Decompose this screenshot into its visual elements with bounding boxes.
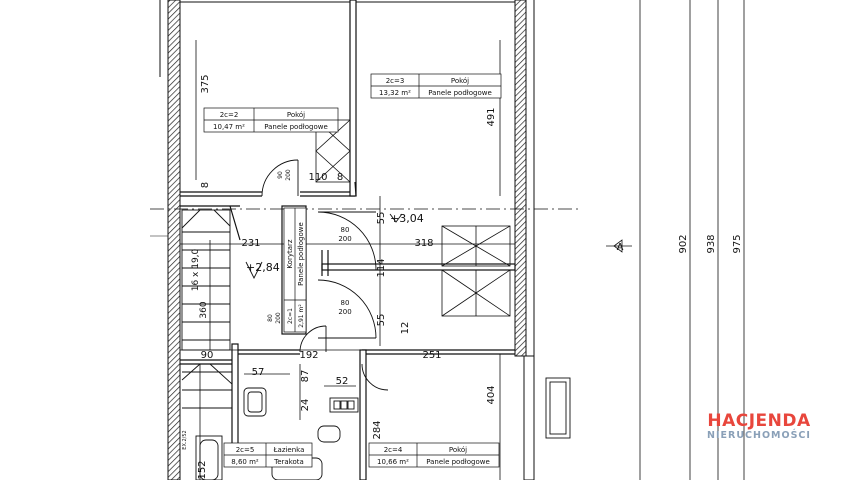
room-finish: Terakota [273, 458, 304, 466]
dim-87: 87 [300, 370, 311, 383]
dim-8: 8 [200, 182, 211, 188]
dim-110: 110 [308, 172, 327, 183]
dim-375: 375 [200, 74, 211, 93]
dim-284: 284 [372, 420, 383, 439]
door-swings [261, 159, 389, 391]
room-area: 2,91 m² [298, 304, 305, 328]
watermark: HACJENDA NIERUCHOMOŚCI [694, 412, 824, 442]
dim-192: 192 [299, 350, 318, 361]
room-name: Pokój [449, 446, 467, 454]
room-finish: Panele podłogowe [428, 89, 492, 97]
dim-318: 318 [414, 238, 433, 249]
room-id: 2c=5 [236, 446, 255, 454]
dim-114: 114 [376, 258, 387, 277]
door-height: 200 [285, 169, 292, 181]
dim-52: 52 [336, 376, 349, 387]
dim-231: 231 [241, 238, 260, 249]
skylights [315, 119, 511, 317]
dim-12: 12 [400, 322, 411, 335]
dim-24: 24 [300, 399, 311, 412]
room-area: 8,60 m² [231, 458, 259, 466]
dim-90: 90 [201, 350, 214, 361]
watermark-title: HACJENDA [707, 411, 811, 431]
dim-152: 152 [197, 460, 208, 479]
room-table-2c2 [203, 107, 339, 133]
door-width: 90 [277, 171, 284, 179]
level-mark: +3,04 [389, 212, 424, 225]
room-id: 2c=3 [386, 77, 405, 85]
exterior-walls [159, 0, 535, 480]
level-mark: +2,84 [246, 261, 280, 274]
dim-251: 251 [422, 350, 441, 361]
dim-975: 975 [732, 234, 743, 253]
room-area: 10,66 m² [377, 458, 409, 466]
dim-902: 902 [678, 234, 689, 253]
dim-360: 360 [199, 301, 209, 318]
dim-57: 57 [252, 367, 265, 378]
section-mark: A [606, 239, 632, 253]
section-letter: A [617, 242, 624, 253]
room-table-2c1 [283, 207, 307, 333]
dim-55: 55 [376, 314, 387, 327]
vent-element [545, 377, 571, 439]
room-id: 2c=1 [287, 308, 294, 324]
door-height: 200 [275, 312, 282, 324]
room-table-2c3 [370, 73, 502, 99]
staircase [181, 209, 263, 409]
level-label: +3,04 [390, 212, 424, 225]
room-table-2c5 [223, 442, 313, 468]
door-height: 200 [338, 308, 351, 316]
room-finish: Panele podłogowe [426, 458, 490, 466]
room-table-2c4 [368, 442, 500, 468]
room-name: Łazienka [273, 446, 305, 454]
small-label: EX.2/52 [182, 430, 188, 449]
room-finish: Panele podłogowe [297, 222, 305, 286]
room-id: 2c=4 [384, 446, 403, 454]
door-width: 80 [341, 226, 350, 234]
door-width: 80 [267, 314, 274, 322]
dim-938: 938 [706, 234, 717, 253]
dim-8: 8 [337, 172, 343, 183]
room-name: Korytarz [286, 239, 294, 268]
watermark-subtitle: NIERUCHOMOŚCI [707, 430, 811, 441]
room-area: 13,32 m² [379, 89, 411, 97]
room-finish: Panele podłogowe [264, 123, 328, 131]
room-id: 2c=2 [220, 111, 239, 119]
room-name: Pokój [287, 111, 305, 119]
dim-55: 55 [376, 212, 387, 225]
dimension-lines [180, 0, 745, 480]
level-label: +2,84 [246, 261, 280, 274]
door-width: 80 [341, 299, 350, 307]
room-area: 10,47 m² [213, 123, 245, 131]
room-name: Pokój [451, 77, 469, 85]
dim-491: 491 [486, 107, 497, 126]
door-height: 200 [338, 235, 351, 243]
dim-404: 404 [486, 385, 497, 404]
stair-count: 16 x 19,0 [191, 248, 201, 291]
